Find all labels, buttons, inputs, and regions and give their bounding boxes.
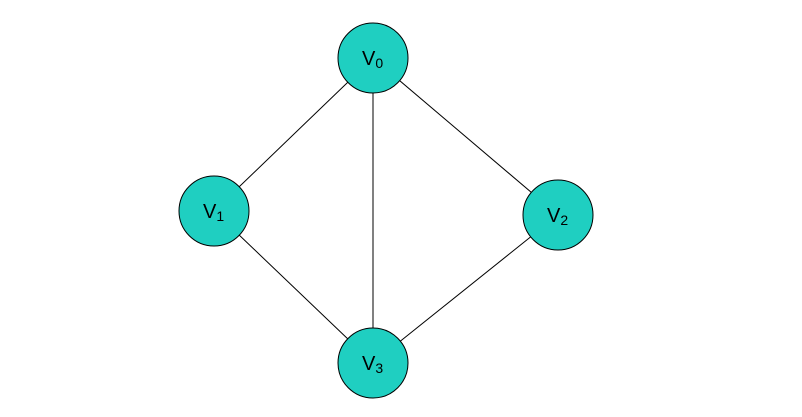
node-label-subscript: 3 [375, 360, 383, 376]
node-v0: V0 [337, 22, 409, 94]
node-v3: V3 [337, 327, 409, 399]
node-v1: V1 [178, 175, 250, 247]
node-circle-v1 [178, 175, 250, 247]
edges-group [213, 57, 559, 364]
node-label-subscript: 1 [216, 208, 224, 224]
node-circle-v2 [522, 179, 594, 251]
node-label-subscript: 2 [560, 212, 568, 228]
node-v2: V2 [522, 179, 594, 251]
node-circle-v0 [337, 22, 409, 94]
node-label-main: V [547, 205, 561, 227]
node-label-v1: V1 [203, 201, 224, 224]
edge-v1-v3 [213, 210, 374, 364]
node-label-subscript: 0 [375, 55, 383, 71]
node-label-v0: V0 [362, 48, 383, 71]
edge-v0-v2 [372, 57, 559, 216]
node-label-main: V [203, 201, 217, 223]
edge-v2-v3 [372, 214, 559, 364]
node-label-main: V [362, 353, 376, 375]
edge-v0-v1 [213, 57, 374, 212]
node-label-v3: V3 [362, 353, 383, 376]
node-circle-v3 [337, 327, 409, 399]
node-label-v2: V2 [547, 205, 568, 228]
node-label-main: V [362, 48, 376, 70]
